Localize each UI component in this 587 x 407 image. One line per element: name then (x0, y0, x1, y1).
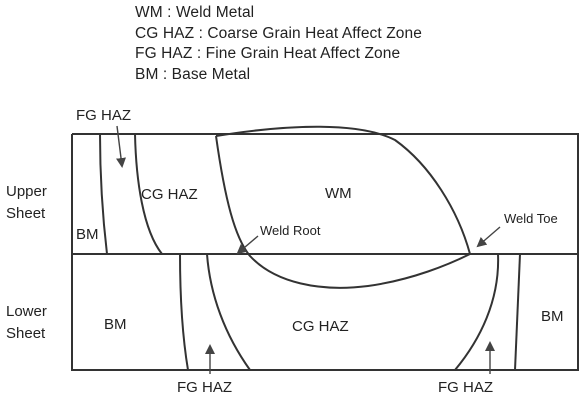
top-fg-haz-label: FG HAZ (76, 107, 131, 124)
upper-fg-cg-boundary (134, 133, 163, 255)
upper-sheet-label-line2: Sheet (6, 205, 46, 222)
lower-sheet-label-line1: Lower (6, 303, 47, 320)
legend-item-fg-haz: FG HAZ : Fine Grain Heat Affect Zone (135, 45, 401, 62)
weld-root-contour (215, 135, 471, 289)
lower-right-outer-boundary (514, 253, 521, 371)
weld-root-arrow (236, 235, 259, 255)
top-fg-haz-arrow (116, 125, 126, 168)
legend: WM : Weld Metal CG HAZ : Coarse Grain He… (135, 3, 575, 85)
bottom-right-fg-haz-label: FG HAZ (438, 379, 493, 396)
lower-sheet-outline (71, 254, 579, 371)
weld-root-label: Weld Root (260, 223, 321, 238)
lower-right-bm-label: BM (541, 308, 564, 325)
weld-toe-label: Weld Toe (504, 211, 558, 226)
lower-left-outer-boundary (179, 253, 189, 371)
weld-metal-outline (215, 125, 471, 255)
bottom-left-fg-haz-label: FG HAZ (177, 379, 232, 396)
lower-sheet-label-line2: Sheet (6, 325, 46, 342)
lower-cg-haz-label: CG HAZ (292, 318, 349, 335)
weld-toe-arrow (476, 226, 501, 248)
lower-left-inner-boundary (206, 253, 251, 371)
upper-bm-label: BM (76, 226, 99, 243)
legend-item-cg-haz: CG HAZ : Coarse Grain Heat Affect Zone (135, 24, 422, 42)
legend-item-bm: BM : Base Metal (135, 65, 251, 83)
upper-bm-fg-boundary (99, 133, 108, 255)
lower-right-inner-boundary (454, 253, 500, 371)
weld-metal-label: WM (325, 185, 352, 202)
lower-left-bm-label: BM (104, 316, 127, 333)
upper-cg-haz-label: CG HAZ (141, 186, 198, 203)
upper-sheet-label-line1: Upper (6, 183, 47, 200)
legend-item-wm: WM : Weld Metal (135, 4, 255, 21)
